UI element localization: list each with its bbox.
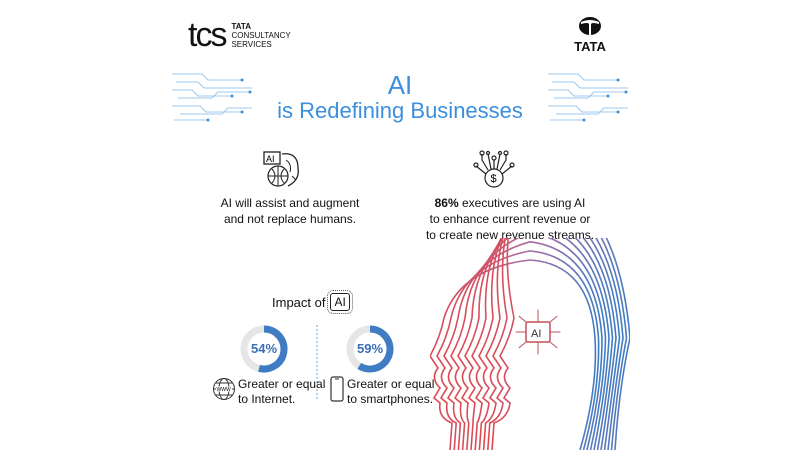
fact-highlight: 86%	[434, 196, 459, 210]
title-ai: AI	[387, 70, 413, 100]
smartphones-label: Greater or equal to smartphones.	[347, 377, 434, 407]
fact-line: to enhance current revenue or	[429, 212, 591, 226]
circuit-decoration-icon	[548, 73, 628, 122]
smartphone-icon	[330, 376, 344, 402]
head-contour-line	[436, 250, 600, 450]
label-line: Greater or equal	[238, 377, 326, 391]
label-line: to Internet.	[238, 392, 296, 406]
tata-emblem-icon	[579, 17, 601, 35]
impact-label: Impact of	[272, 294, 326, 310]
head-chip-label: AI	[531, 328, 541, 340]
tcs-mark: tcs	[188, 16, 227, 54]
title-subtitle: is Redefining Businesses	[277, 98, 523, 123]
head-contour-line	[464, 238, 614, 450]
head-contour-line	[491, 238, 630, 450]
tata-logo: TATA	[570, 16, 610, 54]
percent-internet: 54%	[250, 341, 278, 356]
head-contour-line	[482, 238, 624, 450]
ai-chip-icon: AI	[327, 290, 353, 314]
ai-head-illustration: AI	[430, 238, 630, 450]
percent-smartphones: 59%	[356, 341, 384, 356]
donut-arc	[357, 325, 394, 373]
internet-label: Greater or equal to Internet.	[238, 377, 325, 407]
svg-text:WWW: WWW	[217, 387, 231, 393]
globe-www-icon: WWW	[213, 378, 235, 400]
fact-line: executives are using AI	[458, 196, 586, 210]
head-contour-line	[443, 240, 603, 450]
tcs-line: CONSULTANCY	[231, 30, 291, 40]
money-network-icon: $	[473, 150, 515, 188]
fact-line: and not replace humans.	[223, 212, 357, 226]
head-contour-line	[471, 238, 617, 450]
head-contour-line	[430, 259, 597, 450]
fact-executives-text: 86% executives are using AI to enhance c…	[410, 195, 610, 243]
tcs-logo: tcs TATA CONSULTANCY SERVICES	[188, 18, 291, 52]
head-chip	[525, 321, 551, 343]
label-line: to smartphones.	[347, 392, 434, 406]
tcs-line: TATA	[231, 21, 251, 31]
svg-text:AI: AI	[266, 154, 275, 164]
impact-heading: Impact of AI	[272, 290, 353, 314]
circuit-decoration-icon	[172, 73, 252, 122]
donut-arc	[258, 325, 288, 373]
brain-ai-icon: AI	[263, 151, 299, 187]
head-contour-line	[478, 238, 621, 450]
tcs-line: SERVICES	[231, 39, 272, 49]
svg-text:$: $	[491, 173, 497, 185]
tata-wordmark: TATA	[574, 39, 606, 54]
fact-assist-text: AI will assist and augment and not repla…	[200, 195, 380, 227]
head-contour-line	[450, 238, 607, 450]
fact-line: AI will assist and augment	[220, 196, 360, 210]
label-line: Greater or equal	[347, 377, 435, 391]
head-contour-line	[487, 238, 628, 450]
head-contour-line	[457, 238, 610, 450]
